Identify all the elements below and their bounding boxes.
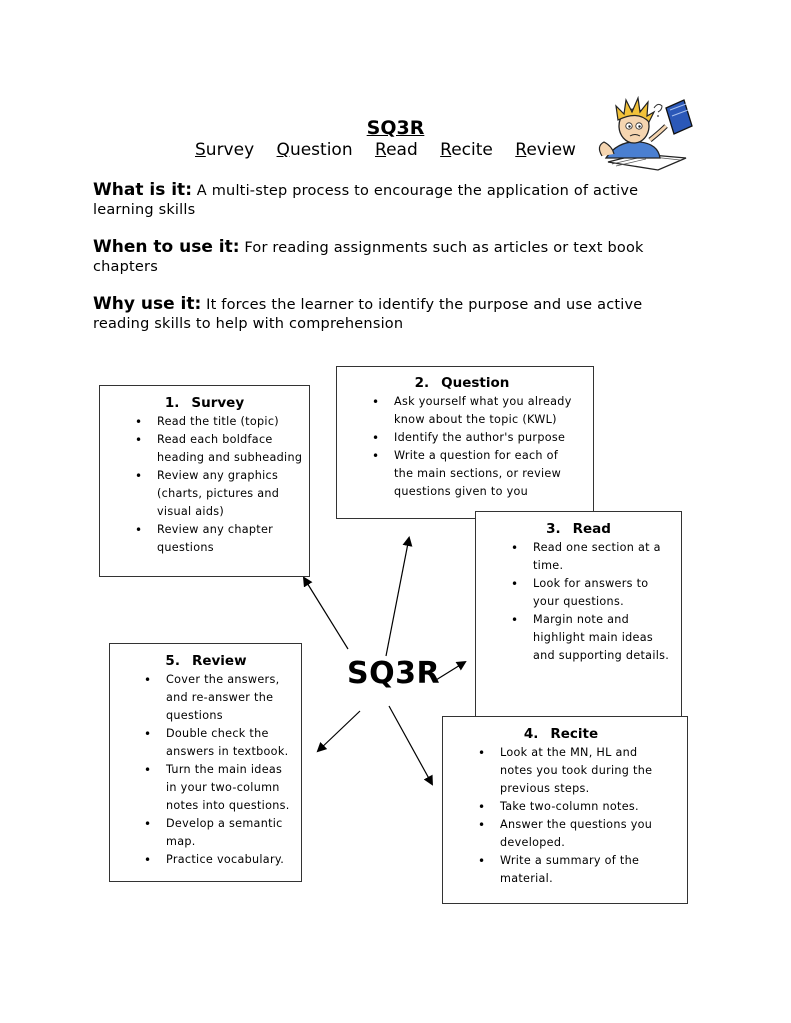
question-box: 2.Question Ask yourself what you already… — [336, 366, 594, 519]
when-to-use-text: For reading assignments such as articles… — [93, 240, 644, 275]
list-item: Turn the main ideas in your two-column n… — [144, 761, 296, 815]
what-is-it-paragraph: What is it: A multi-step process to enco… — [93, 181, 693, 220]
arrow-to-read — [435, 660, 467, 681]
list-item: Read the title (topic) — [135, 413, 303, 431]
arrow-to-review — [316, 710, 361, 753]
list-item: Look for answers to your questions. — [511, 575, 675, 611]
arrow-to-recite — [388, 705, 433, 786]
step-word-survey: Survey — [195, 140, 255, 160]
read-box: 3.Read Read one section at a time. Look … — [475, 511, 682, 721]
list-item: Write a question for each of the main se… — [372, 447, 581, 501]
list-item: Write a summary of the material. — [478, 852, 673, 888]
recite-heading: 4.Recite — [523, 726, 599, 742]
what-is-it-label: What is it: — [93, 180, 192, 200]
read-heading: 3.Read — [546, 521, 611, 537]
list-item: Review any chapter questions — [135, 521, 303, 557]
recite-box: 4.Recite Look at the MN, HL and notes yo… — [442, 716, 688, 904]
review-list: Cover the answers, and re-answer the que… — [144, 671, 296, 869]
arrow-to-survey — [302, 576, 349, 650]
list-item: Review any graphics (charts, pictures an… — [135, 467, 303, 521]
step-word-review: Review — [515, 140, 576, 160]
read-list: Read one section at a time. Look for ans… — [511, 539, 675, 665]
question-list: Ask yourself what you already know about… — [372, 393, 581, 501]
survey-box: 1.Survey Read the title (topic) Read eac… — [99, 385, 310, 577]
list-item: Margin note and highlight main ideas and… — [511, 611, 675, 665]
when-to-use-label: When to use it: — [93, 237, 240, 257]
what-is-it-text: A multi-step process to encourage the ap… — [93, 183, 639, 218]
step-word-question: Question — [276, 140, 353, 160]
arrow-to-question — [385, 536, 413, 657]
survey-heading: 1.Survey — [164, 395, 245, 411]
reading-student-illustration — [598, 96, 693, 171]
list-item: Take two-column notes. — [478, 798, 673, 816]
step-word-read: Read — [375, 140, 418, 160]
list-item: Cover the answers, and re-answer the que… — [144, 671, 296, 725]
why-use-label: Why use it: — [93, 294, 202, 314]
page-title: SQ3R — [366, 117, 425, 139]
list-item: Double check the answers in textbook. — [144, 725, 296, 761]
list-item: Read each boldface heading and subheadin… — [135, 431, 303, 467]
recite-list: Look at the MN, HL and notes you took du… — [478, 744, 673, 888]
question-heading: 2.Question — [414, 375, 510, 391]
why-use-text: It forces the learner to identify the pu… — [93, 297, 643, 332]
review-box: 5.Review Cover the answers, and re-answe… — [109, 643, 302, 882]
steps-subtitle: Survey Question Read Recite Review — [195, 140, 593, 160]
center-sq3r-label: SQ3R — [347, 656, 441, 691]
review-heading: 5.Review — [165, 653, 247, 669]
list-item: Look at the MN, HL and notes you took du… — [478, 744, 673, 798]
survey-list: Read the title (topic) Read each boldfac… — [135, 413, 303, 557]
when-to-use-paragraph: When to use it: For reading assignments … — [93, 238, 693, 277]
list-item: Ask yourself what you already know about… — [372, 393, 581, 429]
why-use-paragraph: Why use it: It forces the learner to ide… — [93, 295, 693, 334]
step-word-recite: Recite — [440, 140, 493, 160]
list-item: Develop a semantic map. — [144, 815, 296, 851]
list-item: Identify the author's purpose — [372, 429, 581, 447]
list-item: Read one section at a time. — [511, 539, 675, 575]
list-item: Practice vocabulary. — [144, 851, 296, 869]
list-item: Answer the questions you developed. — [478, 816, 673, 852]
